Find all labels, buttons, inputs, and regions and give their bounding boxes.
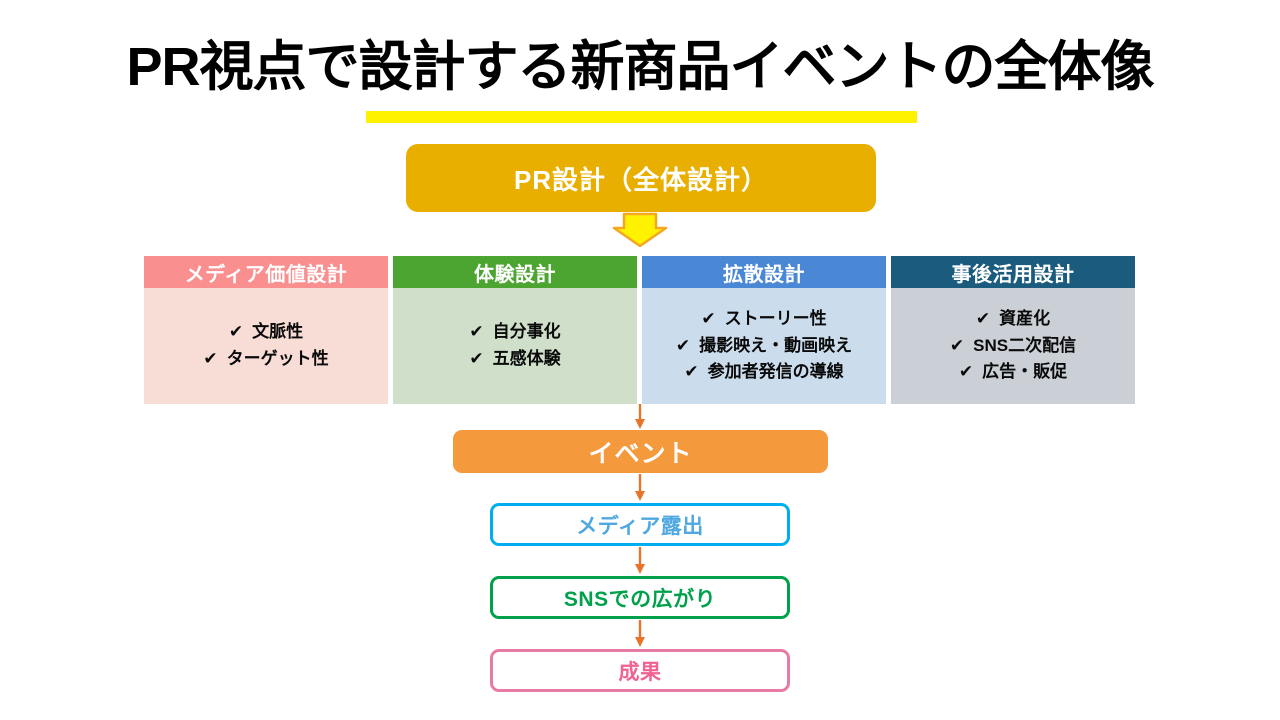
media-exposure-label: メディア露出 <box>576 514 704 538</box>
column-header: メディア価値設計 <box>144 256 388 288</box>
list-item: ✔ ターゲット性 <box>203 347 328 372</box>
check-icon: ✔ <box>469 322 484 342</box>
list-item: ✔ 資産化 <box>976 307 1050 332</box>
result-box[interactable]: 成果 <box>490 649 790 692</box>
pr-design-label: PR設計（全体設計） <box>513 164 769 195</box>
list-item-label: ストーリー性 <box>724 309 827 329</box>
column-post-use[interactable]: 事後活用設計 ✔ 資産化 ✔ SNS二次配信 ✔ 広告・販促 <box>891 256 1135 404</box>
list-item: ✔ 撮影映え・動画映え <box>676 334 852 359</box>
list-item-label: 撮影映え・動画映え <box>699 335 853 355</box>
event-box[interactable]: イベント <box>453 430 828 473</box>
media-exposure-box[interactable]: メディア露出 <box>490 503 790 546</box>
connector-arrow-to-media <box>633 474 647 502</box>
column-header: 事後活用設計 <box>891 256 1135 288</box>
sns-spread-label: SNSでの広がり <box>563 587 717 611</box>
column-diffusion[interactable]: 拡散設計 ✔ ストーリー性 ✔ 撮影映え・動画映え ✔ 参加者発信の導線 <box>642 256 886 404</box>
page-title: PR視点で設計する新商品イベントの全体像 <box>126 37 1154 97</box>
check-icon: ✔ <box>701 309 716 329</box>
down-block-arrow <box>612 212 668 248</box>
list-item-label: ターゲット性 <box>226 349 329 368</box>
title-underline-bar <box>366 111 917 123</box>
check-icon: ✔ <box>958 362 974 382</box>
check-icon: ✔ <box>675 335 691 355</box>
column-header: 体験設計 <box>393 256 637 288</box>
design-columns: メディア価値設計 ✔ 文脈性 ✔ ターゲット性 体験設計 ✔ 自分事化 <box>144 256 1135 404</box>
connector-arrow-to-event <box>633 404 647 430</box>
column-media-value[interactable]: メディア価値設計 ✔ 文脈性 ✔ ターゲット性 <box>144 256 388 404</box>
column-body: ✔ 自分事化 ✔ 五感体験 <box>393 288 637 404</box>
event-label: イベント <box>588 439 693 468</box>
column-experience[interactable]: 体験設計 ✔ 自分事化 ✔ 五感体験 <box>393 256 637 404</box>
list-item-label: 文脈性 <box>252 322 304 342</box>
list-item: ✔ 五感体験 <box>469 347 560 372</box>
list-item-label: 五感体験 <box>492 349 561 368</box>
pr-design-box[interactable]: PR設計（全体設計） <box>406 144 876 212</box>
result-label: 成果 <box>618 660 662 684</box>
check-icon: ✔ <box>203 349 218 368</box>
list-item-label: 広告・販促 <box>982 362 1068 382</box>
check-icon: ✔ <box>975 309 991 329</box>
column-body: ✔ 資産化 ✔ SNS二次配信 ✔ 広告・販促 <box>891 288 1135 404</box>
list-item: ✔ SNS二次配信 <box>950 334 1076 359</box>
list-item-label: 資産化 <box>999 309 1051 329</box>
list-item-label: 自分事化 <box>492 322 561 342</box>
list-item-label: SNS二次配信 <box>973 335 1077 355</box>
check-icon: ✔ <box>949 335 965 355</box>
connector-arrow-to-sns <box>633 547 647 575</box>
check-icon: ✔ <box>469 349 484 368</box>
check-icon: ✔ <box>228 322 244 342</box>
column-body: ✔ 文脈性 ✔ ターゲット性 <box>144 288 388 404</box>
list-item: ✔ ストーリー性 <box>701 307 826 332</box>
connector-arrow-to-result <box>633 620 647 648</box>
check-icon: ✔ <box>684 362 699 382</box>
list-item: ✔ 参加者発信の導線 <box>684 360 843 385</box>
sns-spread-box[interactable]: SNSでの広がり <box>490 576 790 619</box>
column-body: ✔ ストーリー性 ✔ 撮影映え・動画映え ✔ 参加者発信の導線 <box>642 288 886 404</box>
list-item: ✔ 広告・販促 <box>959 360 1067 385</box>
list-item-label: 参加者発信の導線 <box>707 362 844 382</box>
list-item: ✔ 自分事化 <box>469 320 560 345</box>
column-header: 拡散設計 <box>642 256 886 288</box>
list-item: ✔ 文脈性 <box>229 320 303 345</box>
